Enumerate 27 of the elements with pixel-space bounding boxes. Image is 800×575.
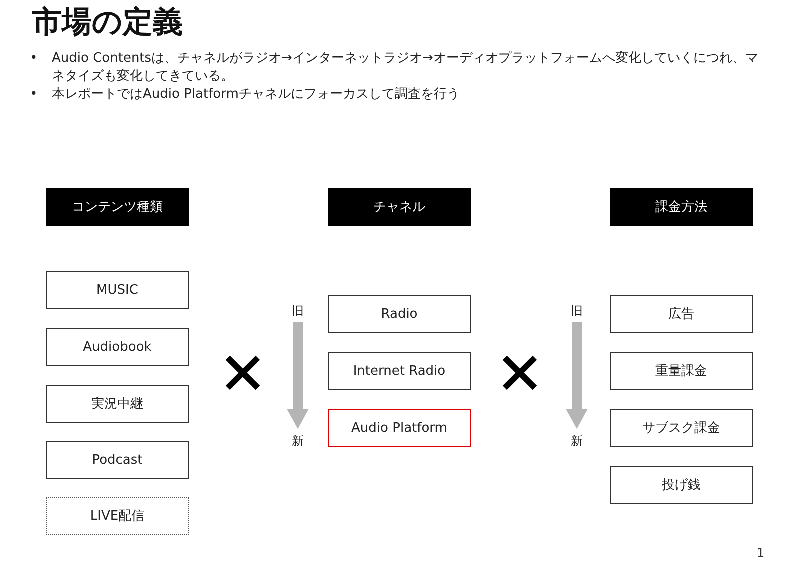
block-arrow	[566, 322, 588, 430]
direction-label: 旧	[569, 302, 585, 320]
direction-label: 新	[569, 432, 585, 450]
header-box: 課金方法	[610, 188, 753, 226]
direction-label: 新	[290, 432, 306, 450]
header-box: チャネル	[328, 188, 471, 226]
bullet-marker: •	[30, 50, 38, 68]
highlighted-box: Audio Platform	[328, 409, 471, 447]
item-box: 広告	[610, 295, 753, 333]
item-box: 実況中継	[46, 385, 189, 423]
item-box: MUSIC	[46, 271, 189, 309]
item-box: Radio	[328, 295, 471, 333]
direction-label: 旧	[290, 302, 306, 320]
bullet-text: Audio Contentsは、チャネルがラジオ→インターネットラジオ→オーディオプラットフォームへ変化していくにつれ、マネタイズも変化してきている。	[52, 50, 760, 86]
item-box: サブスク課金	[610, 409, 753, 447]
item-box: Audiobook	[46, 328, 189, 366]
bullet-text: 本レポートではAudio Platformチャネルにフォーカスして調査を行う	[52, 86, 461, 104]
item-box: 重量課金	[610, 352, 753, 390]
item-box: Podcast	[46, 441, 189, 479]
item-box: 投げ銭	[610, 466, 753, 504]
block-arrow	[287, 322, 309, 430]
page-title: 市場の定義	[32, 4, 183, 42]
dotted-box: LIVE配信	[46, 497, 189, 535]
item-box: Internet Radio	[328, 352, 471, 390]
header-box: コンテンツ種類	[46, 188, 189, 226]
page-number: 1	[757, 546, 765, 560]
bullet-marker: •	[30, 86, 38, 104]
